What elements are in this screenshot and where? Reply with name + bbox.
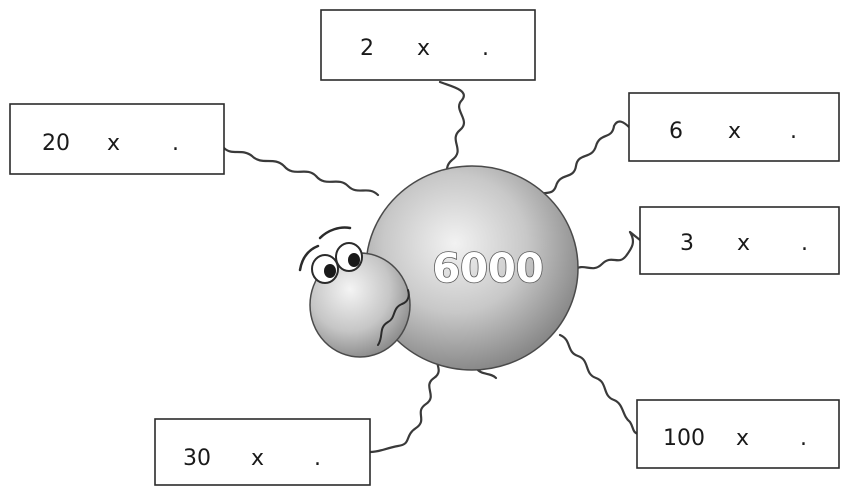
leg-right-lower xyxy=(558,333,640,436)
box-left-blank: . xyxy=(172,131,179,156)
box-right-lower-blank: . xyxy=(800,426,807,451)
eyebrow-right xyxy=(318,226,352,240)
box-bottom-left-blank: . xyxy=(314,446,321,471)
leg-right-upper xyxy=(530,120,632,202)
leg-bottom-left xyxy=(368,350,442,454)
spider-face xyxy=(298,226,410,346)
box-top-factor: 2 xyxy=(360,36,374,61)
box-bottom-left: 30 x . xyxy=(154,418,371,486)
eyebrow-left xyxy=(298,244,320,272)
box-right-upper-factor: 6 xyxy=(669,119,683,144)
box-bottom-left-times: x xyxy=(251,446,264,471)
leg-left xyxy=(222,146,380,197)
box-right-upper-blank: . xyxy=(790,119,797,144)
spider-legs xyxy=(222,80,642,454)
center-number: 6000 xyxy=(432,246,543,292)
box-right-middle-factor: 3 xyxy=(680,231,694,256)
leg-right-middle xyxy=(572,230,642,272)
eye-left-pupil xyxy=(324,264,336,278)
eye-right-pupil xyxy=(348,253,360,267)
box-left: 20 x . xyxy=(9,103,225,175)
box-right-middle-blank: . xyxy=(801,231,808,256)
box-bottom-left-factor: 30 xyxy=(183,446,211,471)
box-left-factor: 20 xyxy=(42,131,70,156)
box-right-lower: 100 x . xyxy=(636,399,840,469)
box-top: 2 x . xyxy=(320,9,536,81)
box-right-upper: 6 x . xyxy=(628,92,840,162)
box-right-middle-times: x xyxy=(737,231,750,256)
box-right-lower-factor: 100 xyxy=(663,426,705,451)
mouth xyxy=(377,289,410,346)
box-top-blank: . xyxy=(482,36,489,61)
box-right-upper-times: x xyxy=(728,119,741,144)
box-top-times: x xyxy=(417,36,430,61)
box-right-lower-times: x xyxy=(736,426,749,451)
box-left-times: x xyxy=(107,131,120,156)
box-right-middle: 3 x . xyxy=(639,206,840,275)
